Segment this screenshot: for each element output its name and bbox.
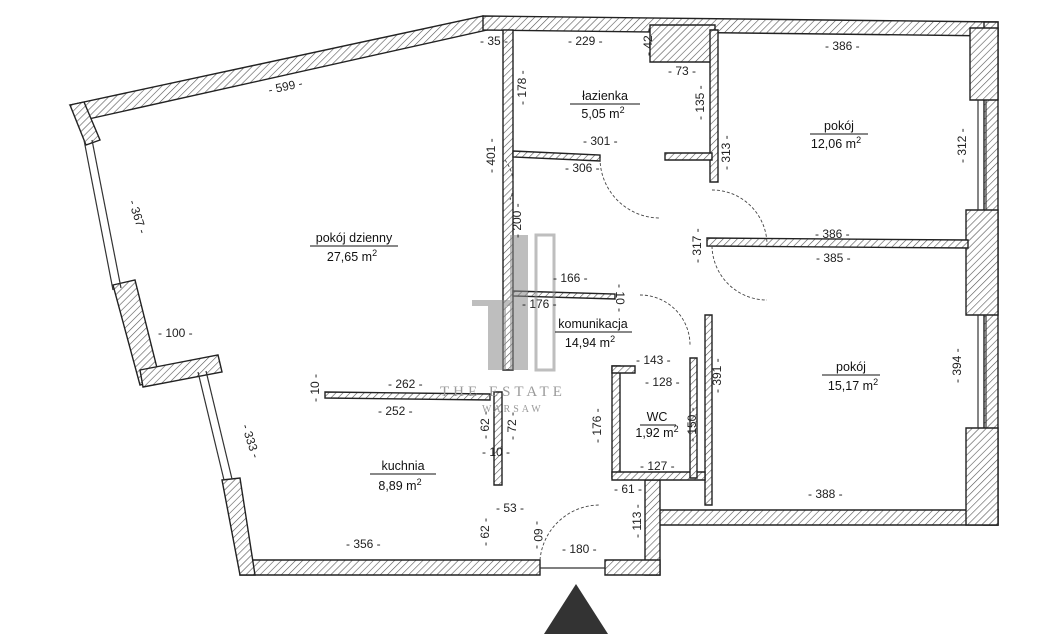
- dim-label: - 262 -: [388, 377, 423, 391]
- dim-label: - 306 -: [565, 161, 600, 175]
- dim-label: - 312 -: [955, 128, 969, 163]
- dim-label: - 176 -: [522, 297, 557, 311]
- dimension-labels: - 599 - - 35 - - 229 - - 42 - - 73 - - 3…: [126, 28, 969, 556]
- wall-top-block: [649, 24, 716, 63]
- wall-kitchen-top: [324, 391, 491, 401]
- dim-label: - 391 -: [710, 358, 724, 393]
- room-area-wc: 1,92 m2: [635, 424, 678, 440]
- wall-wc-right: [689, 357, 698, 479]
- dim-label: - 385 -: [816, 251, 851, 265]
- wall-bath-right: [709, 29, 719, 183]
- dim-label: - 333 -: [239, 422, 263, 459]
- room-labels: łazienka 5,05 m2 pokój 12,06 m2 pokój dz…: [310, 89, 880, 493]
- dim-label: - 73 -: [668, 64, 696, 78]
- dim-label: - 113 -: [630, 504, 644, 538]
- wall-bottom-2: [604, 559, 661, 576]
- wall-rooms-divider: [706, 237, 969, 249]
- wall-wc-left: [611, 365, 621, 479]
- windows: [83, 100, 987, 569]
- wall-right-window-1: [969, 27, 999, 101]
- dim-label: - 143 -: [636, 353, 671, 367]
- dim-label: - 367 -: [126, 198, 150, 235]
- watermark-logo: [472, 233, 556, 372]
- dim-label: - 356 -: [346, 537, 381, 551]
- dim-label: - 62 -: [478, 411, 492, 439]
- room-name-wc: WC: [647, 410, 668, 424]
- dim-label: - 135 -: [693, 85, 707, 120]
- dim-label: - 388 -: [808, 487, 843, 501]
- room-area-pokoj-dzienny: 27,65 m2: [327, 248, 377, 264]
- dim-label: - 599 -: [267, 76, 304, 97]
- dim-label: - 72 -: [505, 412, 519, 440]
- dim-label: - 317 -: [690, 228, 704, 263]
- room-area-komunikacja: 14,94 m2: [565, 334, 615, 350]
- dim-label: - 10 -: [482, 445, 510, 459]
- wall-bath-bottom-2: [664, 152, 713, 161]
- watermark-brand: THE ESTATE: [440, 384, 566, 400]
- wall-left-top: [69, 101, 101, 146]
- wall-top-left: [68, 15, 488, 121]
- wall-wc-top: [611, 365, 636, 374]
- wall-right-window-3: [965, 427, 999, 526]
- wall-bottom-right: [654, 509, 999, 526]
- watermark-city: WARSAW: [482, 404, 544, 415]
- dim-label: - 10 -: [613, 284, 627, 312]
- dim-label: - 301 -: [583, 134, 618, 148]
- wall-bath-bottom: [512, 150, 601, 162]
- dim-label: - 150 -: [685, 407, 699, 442]
- room-name-lazienka: łazienka: [582, 89, 628, 103]
- wall-top: [482, 15, 999, 37]
- dim-label: - 394 -: [950, 348, 964, 383]
- dim-label: - 166 -: [553, 271, 588, 285]
- dim-label: - 128 -: [645, 375, 680, 389]
- wall-left-lower: [221, 477, 256, 576]
- dim-label: - 61 -: [614, 482, 642, 496]
- dim-label: - 127 -: [640, 459, 675, 473]
- room-area-pokoj-1: 12,06 m2: [811, 135, 861, 151]
- room-area-lazienka: 5,05 m2: [581, 105, 624, 121]
- dim-label: - 200 -: [510, 203, 524, 238]
- dim-label: - 401 -: [484, 138, 498, 173]
- dim-label: - 60 -: [531, 521, 545, 549]
- doors: [504, 157, 768, 561]
- room-name-komunikacja: komunikacja: [558, 317, 628, 331]
- room-area-kuchnia: 8,89 m2: [378, 477, 421, 493]
- room-name-kuchnia: kuchnia: [381, 459, 424, 473]
- wall-room2-left: [704, 314, 713, 506]
- dim-label: - 180 -: [562, 542, 597, 556]
- room-name-pokoj-2: pokój: [836, 360, 866, 374]
- dim-label: - 35 -: [480, 34, 508, 48]
- dim-label: - 10 -: [308, 374, 322, 402]
- dim-label: - 53 -: [496, 501, 524, 515]
- dim-label: - 62 -: [478, 518, 492, 546]
- room-name-pokoj-1: pokój: [824, 119, 854, 133]
- dim-label: - 313 -: [719, 135, 733, 170]
- dim-label: - 386 -: [825, 39, 860, 53]
- dim-label: - 252 -: [378, 404, 413, 418]
- wall-wc-bottom: [611, 471, 706, 481]
- wall-bottom: [239, 559, 541, 576]
- dim-label: - 176 -: [590, 408, 604, 443]
- wall-right-window-2: [965, 209, 999, 316]
- dim-label: - 42 -: [641, 28, 655, 56]
- wall-step-left: [139, 354, 223, 388]
- dim-label: - 178 -: [515, 70, 529, 105]
- dim-label: - 386 -: [815, 227, 850, 241]
- outer-walls: [68, 15, 999, 576]
- dim-label: - 229 -: [568, 34, 603, 48]
- north-arrow-icon: [544, 584, 608, 634]
- dim-label: - 100 -: [158, 326, 193, 340]
- room-area-pokoj-2: 15,17 m2: [828, 377, 878, 393]
- wall-kitchen-right: [493, 391, 503, 486]
- room-name-pokoj-dzienny: pokój dzienny: [316, 231, 393, 245]
